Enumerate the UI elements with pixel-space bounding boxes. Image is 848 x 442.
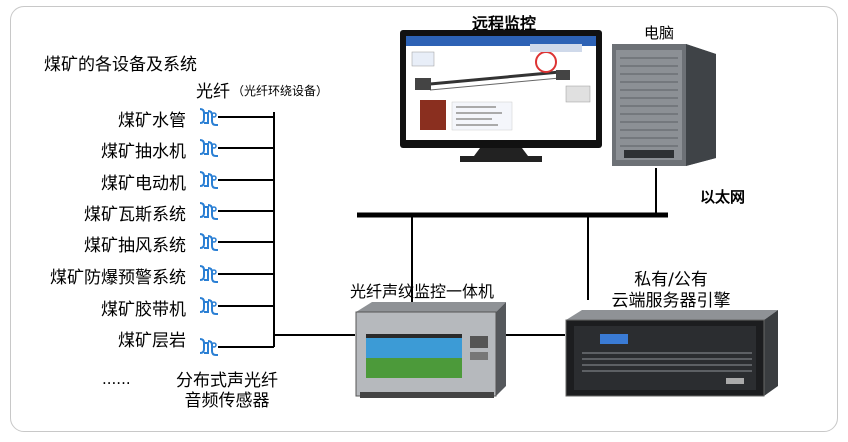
fiber-note: （光纤环绕设备） <box>232 84 329 98</box>
computer-label: 电脑 <box>644 24 675 42</box>
sensor-label-line2: 音频传感器 <box>184 391 270 411</box>
server-label-line2: 云端服务器引擎 <box>611 291 731 311</box>
equipment-item: 煤矿电动机 <box>101 174 186 194</box>
systems-heading: 煤矿的各设备及系统 <box>44 55 197 75</box>
ellipsis: ...... <box>102 370 131 388</box>
equipment-item: 煤矿胶带机 <box>101 300 186 320</box>
equipment-item: 煤矿抽风系统 <box>84 236 186 256</box>
equipment-item: 煤矿抽水机 <box>101 142 186 162</box>
equipment-item: 煤矿水管 <box>118 111 186 131</box>
ethernet-label: 以太网 <box>700 188 746 206</box>
sensor-label-line1: 分布式声光纤 <box>176 371 278 391</box>
server-label-line1: 私有/公有 <box>634 270 708 290</box>
equipment-item: 煤矿层岩 <box>118 331 186 351</box>
host-label: 光纤声纹监控一体机 <box>350 282 495 301</box>
equipment-item: 煤矿瓦斯系统 <box>84 205 186 225</box>
fiber-label: 光纤 <box>196 82 230 102</box>
remote-monitor-label: 远程监控 <box>472 14 537 33</box>
equipment-item: 煤矿防爆预警系统 <box>50 268 186 288</box>
